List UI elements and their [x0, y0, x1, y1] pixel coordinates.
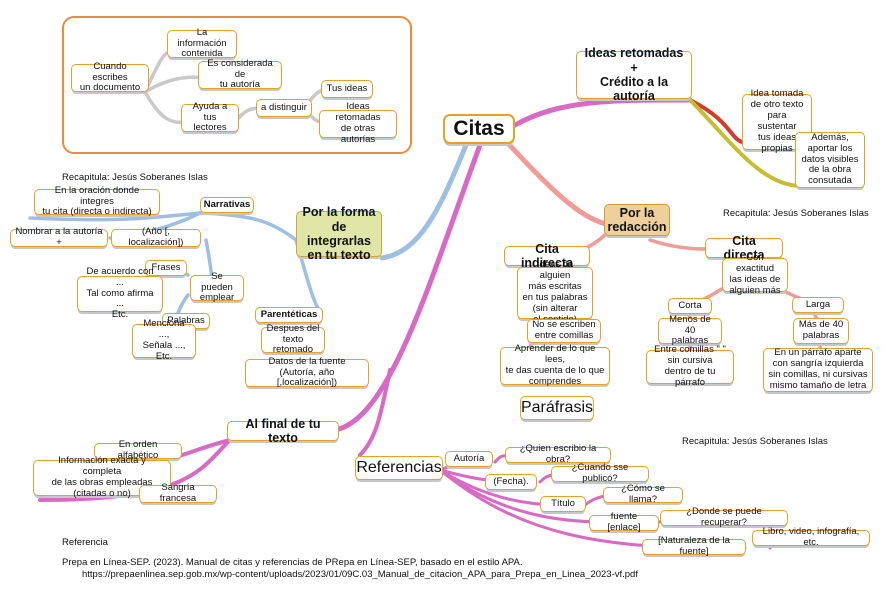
- recap-label-right: Recapitula: Jesús Soberanes Islas: [723, 208, 869, 219]
- node-es-considerada[interactable]: Es considerada de tu autoría: [198, 58, 282, 90]
- node-se-pueden-emplear[interactable]: Se pueden emplear: [190, 271, 244, 303]
- node-nombrar-autoria[interactable]: Nombrar a la autoría +: [10, 226, 108, 248]
- node-parafrasis[interactable]: Paráfrasis: [520, 396, 594, 420]
- node-mas-40[interactable]: Más de 40 palabras: [793, 318, 849, 344]
- node-en-oracion[interactable]: En la oración donde integres tu cita (di…: [34, 185, 160, 217]
- link-citas-final: [332, 142, 483, 433]
- node-cuando-escribes[interactable]: Cuando escribes un documento: [71, 61, 149, 93]
- node-corta[interactable]: Corta: [668, 298, 712, 314]
- node-ideas-otras-autorias[interactable]: Ideas retomadas de otras autorías: [319, 101, 397, 145]
- node-tus-ideas[interactable]: Tus ideas: [321, 80, 373, 98]
- node-ayuda-lectores[interactable]: Ayuda a tus lectores: [181, 101, 239, 133]
- node-idea-tomada[interactable]: Idea tomada de otro texto para sustentar…: [742, 88, 812, 154]
- node-ideas-credito[interactable]: Ideas retomadas + Crédito a la autoría: [576, 46, 692, 103]
- node-larga[interactable]: Larga: [792, 297, 844, 313]
- intro-frame: [62, 16, 412, 154]
- node-referencias[interactable]: Referencias: [355, 456, 443, 480]
- link-idea-tomada: [688, 98, 744, 144]
- node-libro-video[interactable]: Libro, video, infografía, etc.: [752, 526, 870, 548]
- reference-citation: Prepa en Línea-SEP. (2023). Manual de ci…: [62, 557, 523, 568]
- node-frases[interactable]: Frases: [145, 260, 187, 276]
- link-citas-referencias: [358, 368, 392, 457]
- node-fecha[interactable]: (Fecha).: [485, 474, 537, 490]
- node-por-redaccion[interactable]: Por la redacción: [604, 204, 670, 236]
- node-no-comillas[interactable]: No se escriben entre comillas: [527, 319, 601, 343]
- node-autoria[interactable]: Autoría: [445, 451, 493, 467]
- link-citas-ideas: [512, 97, 693, 128]
- node-menciona[interactable]: Menciona ..., Señala ..., Etc.: [132, 318, 196, 362]
- node-de-acuerdo[interactable]: De acuerdo con ... Tal como afirma ... E…: [77, 266, 163, 320]
- node-ademas-aportar[interactable]: Además, aportar los datos visibles de la…: [795, 132, 865, 188]
- node-datos-fuente[interactable]: Datos de la fuente (Autoría, año [,local…: [245, 356, 369, 388]
- node-la-informacion[interactable]: La información contenida: [167, 27, 237, 59]
- node-citas-central[interactable]: Citas: [443, 114, 515, 144]
- node-ideas-alguien[interactable]: Ideas de alguien más escritas en tus pal…: [517, 259, 593, 325]
- node-orden-alfabetico[interactable]: En orden alfabético: [94, 439, 182, 461]
- link-citas-redaccion: [502, 137, 613, 228]
- node-con-exactitud[interactable]: Con exactitud las ideas de alguien más: [722, 252, 788, 296]
- node-parenteticas[interactable]: Parentéticas: [255, 307, 323, 323]
- node-al-final[interactable]: Al final de tu texto: [227, 417, 339, 445]
- recap-label-left: Recapitula: Jesús Soberanes Islas: [62, 172, 208, 183]
- node-entre-comillas[interactable]: Entre comillas " " sin cursiva dentro de…: [646, 344, 734, 388]
- node-naturaleza-fuente[interactable]: [Naturaleza de la fuente]: [642, 535, 746, 557]
- recap-label-bottom: Recapitula: Jesús Soberanes Islas: [682, 436, 828, 447]
- node-quien-escribio[interactable]: ¿Quien escribio la obra?: [505, 443, 611, 465]
- node-donde-recuperar[interactable]: ¿Donde se puede recuperar?: [660, 506, 788, 528]
- node-cuando-publico[interactable]: ¿Cuando sse publicó?: [551, 462, 649, 484]
- node-menos-40[interactable]: Menos de 40 palabras: [658, 314, 722, 346]
- link-ademas: [688, 98, 802, 188]
- node-fuente-enlace[interactable]: fuente [enlace]: [589, 511, 659, 533]
- node-narrativas[interactable]: Narrativas: [200, 197, 254, 213]
- node-anio-localizacion[interactable]: (Año [, localización]): [111, 226, 201, 248]
- referencia-heading: Referencia: [62, 537, 108, 548]
- link-citas-forma: [379, 137, 471, 261]
- node-como-se-llama[interactable]: ¿Cómo se llama?: [603, 483, 683, 505]
- node-sangria-francesa[interactable]: Sangría francesa: [139, 482, 217, 504]
- node-a-distinguir[interactable]: a distinguir: [256, 99, 312, 117]
- node-por-forma[interactable]: Por la forma de integrarlas en tu texto: [296, 205, 382, 262]
- node-aprender[interactable]: Aprender de lo que lees, te das cuenta d…: [500, 343, 610, 387]
- node-despues-texto[interactable]: Despues del texto retomado: [261, 323, 325, 355]
- reference-url: https://prepaenlinea.sep.gob.mx/wp-conte…: [82, 569, 638, 580]
- node-parrafo-aparte[interactable]: En un párrafo aparte con sangría izquier…: [763, 347, 873, 392]
- node-titulo[interactable]: Título: [540, 496, 586, 512]
